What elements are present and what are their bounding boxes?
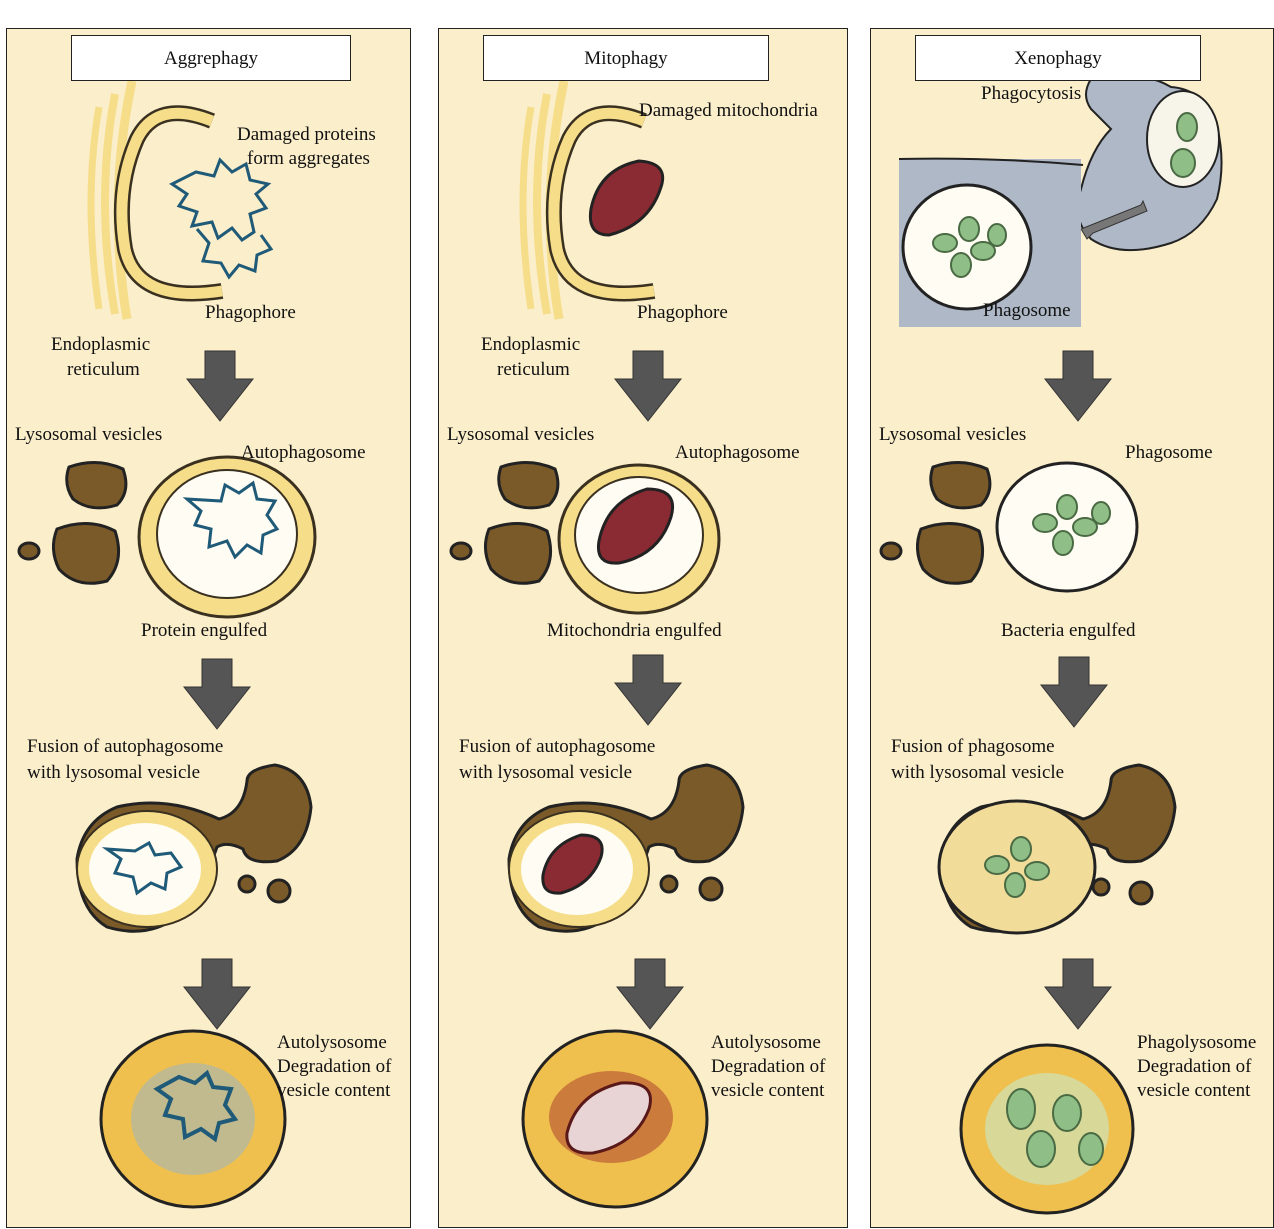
lysosomal-label: Lysosomal vesicles bbox=[15, 423, 162, 447]
arrow-down-icon bbox=[615, 351, 681, 421]
phagophore-label: Phagophore bbox=[637, 301, 728, 325]
panel-title-aggrephagy: Aggrephagy bbox=[71, 35, 351, 81]
phagocytosis-label: Phagocytosis bbox=[981, 82, 1081, 106]
final-label-3: vesicle content bbox=[711, 1079, 824, 1103]
fusion-label: Fusion of autophagosome bbox=[27, 735, 223, 759]
engulfed-label: Mitochondria engulfed bbox=[547, 619, 722, 643]
arrow-down-icon bbox=[184, 959, 250, 1029]
protein-aggregate bbox=[172, 160, 271, 277]
final-label: Autolysosome bbox=[277, 1031, 387, 1055]
arrow-down-icon bbox=[615, 655, 681, 725]
fusion-vesicle bbox=[509, 765, 743, 931]
er-label: Endoplasmic bbox=[51, 333, 150, 357]
lysosomal-vesicles bbox=[451, 462, 558, 583]
arrow-down-icon bbox=[1045, 351, 1111, 421]
engulfed-label: Protein engulfed bbox=[141, 619, 267, 643]
final-label-2: Degradation of bbox=[277, 1055, 391, 1079]
fusion-vesicle bbox=[77, 765, 311, 931]
final-label: Autolysosome bbox=[711, 1031, 821, 1055]
arrow-down-icon bbox=[184, 659, 250, 729]
fusion-label-2: with lysosomal vesicle bbox=[27, 761, 200, 785]
panel-aggrephagy: Aggrephagy Damaged proteins form aggrega… bbox=[6, 28, 411, 1228]
arrow-down-icon bbox=[617, 959, 683, 1029]
fusion-label: Fusion of autophagosome bbox=[459, 735, 655, 759]
panel-title-mitophagy: Mitophagy bbox=[483, 35, 769, 81]
er-label-2: reticulum bbox=[497, 358, 570, 382]
panel-title-xenophagy: Xenophagy bbox=[915, 35, 1201, 81]
vesicle-label: Phagosome bbox=[1125, 441, 1213, 465]
fusion-label-2: with lysosomal vesicle bbox=[459, 761, 632, 785]
lysosomal-label: Lysosomal vesicles bbox=[447, 423, 594, 447]
fusion-label-2: with lysosomal vesicle bbox=[891, 761, 1064, 785]
panel-mitophagy: Mitophagy Damaged mitochondria Phagophor… bbox=[438, 28, 848, 1228]
arrow-down-icon bbox=[1041, 657, 1107, 727]
final-label-2: Degradation of bbox=[711, 1055, 825, 1079]
final-label-3: vesicle content bbox=[277, 1079, 390, 1103]
mitochondria bbox=[590, 161, 662, 235]
final-label-2: Degradation of bbox=[1137, 1055, 1251, 1079]
vesicle-label: Autophagosome bbox=[675, 441, 800, 465]
er-label-2: reticulum bbox=[67, 358, 140, 382]
vesicle-label: Autophagosome bbox=[241, 441, 366, 465]
fusion-vesicle bbox=[939, 765, 1175, 933]
lysosomal-vesicles bbox=[881, 462, 990, 583]
lysosomal-label: Lysosomal vesicles bbox=[879, 423, 1026, 447]
arrow-down-icon bbox=[187, 351, 253, 421]
phagosome bbox=[997, 463, 1137, 591]
cargo-label: Damaged mitochondria bbox=[639, 99, 818, 123]
fusion-label: Fusion of phagosome bbox=[891, 735, 1055, 759]
er-label: Endoplasmic bbox=[481, 333, 580, 357]
final-label-3: vesicle content bbox=[1137, 1079, 1250, 1103]
phagophore-label: Phagophore bbox=[205, 301, 296, 325]
engulfed-label: Bacteria engulfed bbox=[1001, 619, 1136, 643]
cargo-label-2: form aggregates bbox=[247, 147, 370, 171]
cargo-label: Damaged proteins bbox=[237, 123, 376, 147]
final-label: Phagolysosome bbox=[1137, 1031, 1256, 1055]
arrow-down-icon bbox=[1045, 959, 1111, 1029]
lysosomal-vesicles bbox=[19, 462, 126, 583]
panel-xenophagy: Xenophagy Phagocytosis Phagosome Lysosom… bbox=[870, 28, 1274, 1228]
phagosome-top-label: Phagosome bbox=[983, 299, 1071, 323]
